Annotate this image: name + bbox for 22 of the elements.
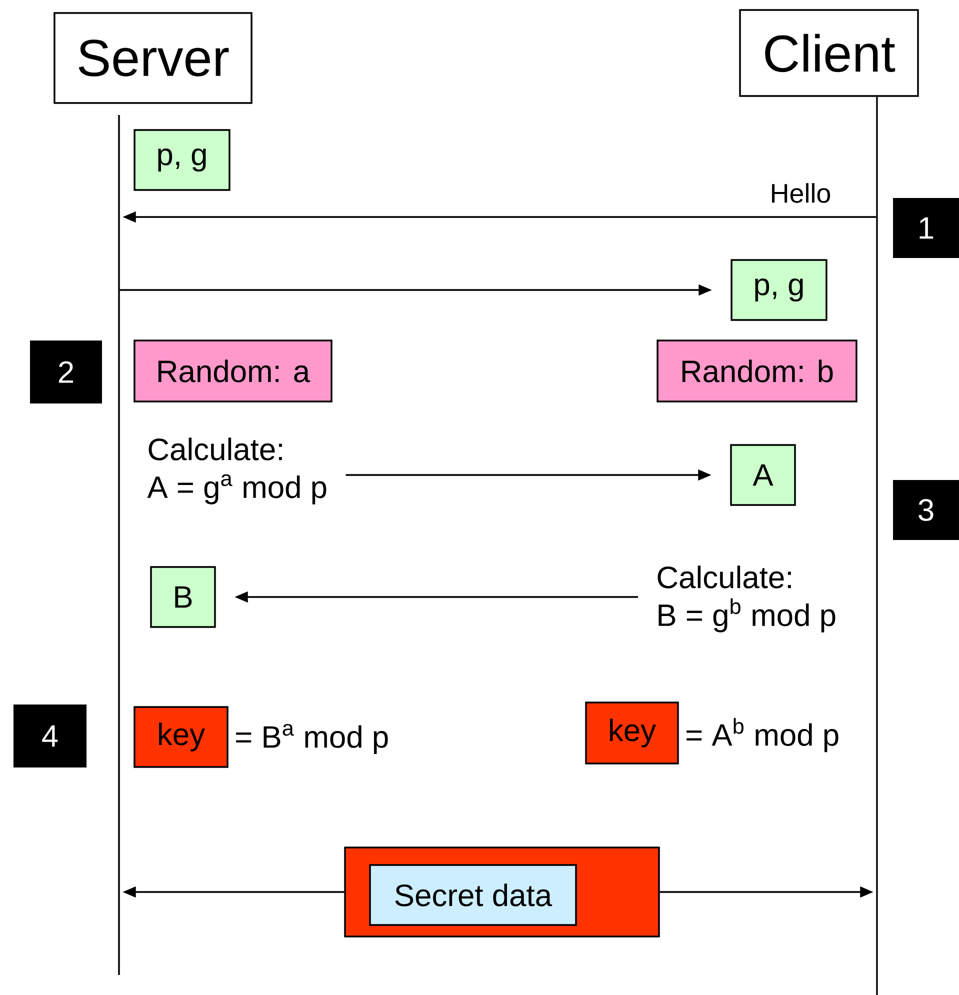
- edge-label: Hello: [768, 182, 833, 204]
- formula-text: Calculate: A = g$^{a}$ mod p: [147, 438, 326, 504]
- process-box: key: [134, 706, 228, 768]
- process-box: Client: [739, 9, 919, 97]
- formula-label: = B$^{a}$ mod p: [236, 724, 388, 754]
- process-box: key: [585, 702, 679, 764]
- lifeline: [876, 96, 878, 995]
- lifeline: [118, 114, 120, 976]
- step-number: 4: [13, 704, 87, 768]
- step-number: 2: [30, 340, 102, 404]
- process-box: p, g: [730, 259, 828, 321]
- step-number: 1: [893, 198, 959, 258]
- process-box: Server: [54, 12, 252, 104]
- formula-text: Calculate: B = g$^{b}$ mod p: [658, 566, 836, 632]
- process-box: p, g: [134, 129, 230, 191]
- process-box: Secret data: [369, 864, 577, 926]
- process-box: B: [150, 566, 216, 628]
- process-box: A: [730, 444, 796, 506]
- formula-label: = A$^{b}$ mod p: [686, 718, 838, 752]
- process-box: Random: a: [134, 340, 332, 402]
- step-number: 3: [893, 480, 959, 540]
- process-box: Random: b: [656, 340, 858, 402]
